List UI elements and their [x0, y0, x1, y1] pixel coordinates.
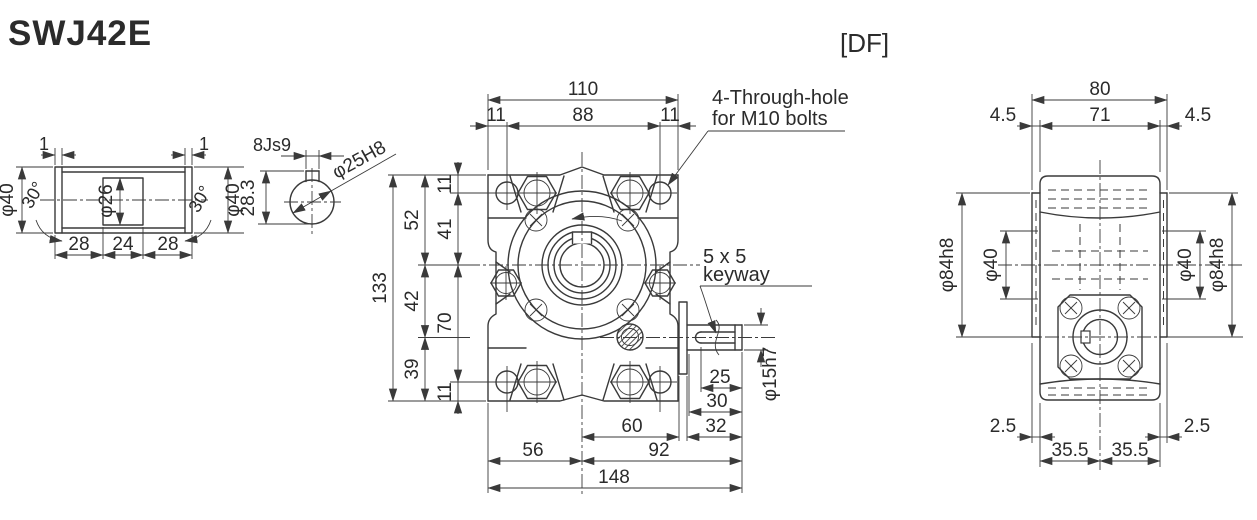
dim-front-left-a: 52	[402, 209, 423, 230]
dim-front-bot-d: 92	[648, 440, 669, 461]
dim-chamfer-left: 1	[39, 134, 49, 154]
dim-front-top-mid: 88	[572, 105, 593, 126]
dim-side-top-total: 80	[1089, 79, 1110, 100]
oil-plug-icon	[616, 323, 644, 351]
dim-side-left-inner: φ40	[981, 248, 1002, 281]
dim-side-right-inner: φ40	[1175, 248, 1196, 281]
dim-side-bot-left: 2.5	[990, 416, 1016, 437]
dim-shaft-length: 30	[706, 391, 727, 412]
section-break-line	[714, 319, 720, 356]
dim-seg-mid: 24	[112, 234, 134, 255]
side-view: 80 71 4.5 4.5 φ84h8 φ40 φ40 φ84h8	[937, 79, 1244, 470]
dim-side-top-right: 4.5	[1185, 105, 1211, 126]
dim-seg-right: 28	[157, 234, 178, 255]
dim-keyway-depth: 28.3	[238, 180, 259, 217]
dim-front-bot-a: 60	[621, 416, 642, 437]
dim-front-left-total: 133	[370, 272, 391, 304]
dim-front-left-b: 42	[402, 290, 423, 311]
dim-front-left-i1: 11	[435, 174, 456, 194]
dim-front-left-i3: 70	[435, 312, 456, 333]
dim-bore-dia: φ25H8	[329, 137, 390, 183]
note-through-hole-line2: for M10 bolts	[712, 108, 828, 130]
dim-side-left-outer: φ84h8	[937, 238, 958, 293]
dim-side-bot-half1: 35.5	[1052, 440, 1089, 461]
dim-chamfer-right: 1	[199, 134, 209, 154]
dim-side-bot-right: 2.5	[1184, 416, 1210, 437]
dim-output-shaft-dia: φ15h7	[760, 347, 781, 402]
keyway-note: 5 x 5 keyway	[699, 246, 812, 334]
rotation-arrow-icon	[571, 212, 623, 222]
dim-front-left-i4: 11	[435, 382, 456, 402]
dim-front-top-left: 11	[486, 105, 506, 126]
shaft-side-view: φ40 φ40 30° 30° φ26 1 1 28 24	[0, 134, 244, 260]
note-keyway-line1: 5 x 5	[703, 246, 746, 268]
dim-front-top-right: 11	[660, 105, 680, 126]
variant-tag: [DF]	[840, 28, 889, 58]
dim-shaft-dia-left: φ40	[0, 183, 18, 216]
bore-detail-view: φ25H8 8Js9 28.3	[238, 135, 397, 236]
through-hole-note: 4-Through-hole for M10 bolts	[667, 87, 849, 186]
dim-front-left-i2: 41	[435, 218, 456, 239]
note-through-hole-line1: 4-Through-hole	[712, 87, 849, 109]
dim-front-bot-b: 32	[705, 416, 726, 437]
dim-shaft-dia-right: φ40	[223, 183, 244, 216]
dim-front-bot-c: 56	[522, 440, 543, 461]
dim-keyway-width: 8Js9	[253, 135, 291, 155]
dim-seg-left: 28	[68, 234, 89, 255]
dim-side-bot-half2: 35.5	[1112, 440, 1149, 461]
front-view: 110 11 88 11 133 52 42 39 11 41 70 11	[370, 79, 849, 496]
dim-side-top-left: 4.5	[990, 105, 1016, 126]
page-title: SWJ42E	[8, 14, 152, 53]
output-shaft	[678, 301, 743, 375]
dim-key-length: 25	[709, 367, 730, 388]
dim-worm-bore: φ26	[96, 184, 117, 217]
output-flange-screw-icons	[1059, 296, 1141, 378]
dim-side-right-outer: φ84h8	[1207, 238, 1228, 293]
dim-front-left-c: 39	[402, 358, 423, 379]
dim-chamfer-angle-right: 30°	[184, 182, 215, 216]
hex-bolt-icons	[490, 172, 676, 403]
dim-front-top-total: 110	[568, 79, 598, 100]
note-keyway-line2: keyway	[703, 264, 770, 286]
dim-front-bot-total: 148	[598, 467, 630, 488]
dim-side-top-mid: 71	[1089, 105, 1110, 126]
